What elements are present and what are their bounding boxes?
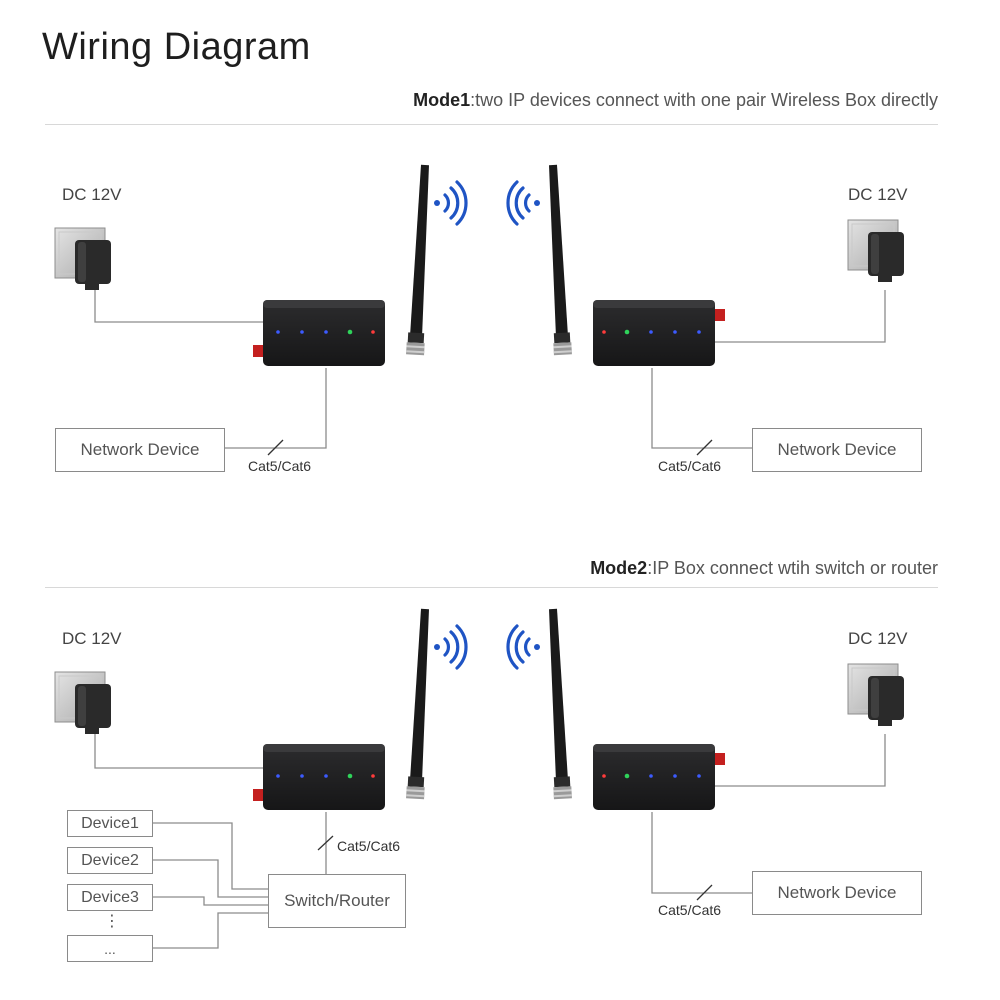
m2-left-power-label: DC 12V	[62, 629, 122, 648]
device-more-box: ...	[67, 935, 153, 962]
m2-right-network-device-box: Network Device	[752, 871, 922, 915]
device-more-label: ...	[104, 940, 116, 957]
mode2-caption: Mode2:IP Box connect wtih switch or rout…	[590, 558, 938, 579]
m2-right-power-label: DC 12V	[848, 629, 908, 648]
m2-right-power-socket-icon	[847, 663, 905, 727]
left-cable-label: Cat5/Cat6	[248, 458, 312, 474]
right-wireless-box	[593, 300, 725, 366]
m2-left-antenna-icon	[406, 608, 434, 800]
mode1-divider	[45, 124, 938, 125]
left-power-socket-icon	[54, 227, 112, 291]
m2-wifi-signal-right-icon	[432, 624, 468, 670]
left-network-device-box: Network Device	[55, 428, 225, 472]
switch-router-label: Switch/Router	[284, 891, 390, 910]
right-power-socket-icon	[847, 219, 905, 283]
left-antenna-icon	[406, 164, 434, 356]
more-devices-ellipsis: ⋮	[104, 913, 120, 930]
m2-wifi-signal-left-icon	[506, 624, 542, 670]
m2-left-cable-label: Cat5/Cat6	[337, 838, 401, 854]
mode1-description: :two IP devices connect with one pair Wi…	[470, 90, 938, 110]
right-antenna-icon	[544, 164, 572, 356]
m2-right-cable-label: Cat5/Cat6	[658, 902, 722, 918]
mode2-divider	[45, 587, 938, 588]
left-power-label: DC 12V	[62, 185, 122, 204]
left-wireless-box	[253, 300, 385, 366]
device2-box: Device2	[67, 847, 153, 874]
m2-right-network-device-label: Network Device	[777, 883, 897, 902]
right-cable-label: Cat5/Cat6	[658, 458, 722, 474]
m2-left-power-socket-icon	[54, 671, 112, 735]
right-network-device-label: Network Device	[777, 440, 897, 459]
m2-right-wireless-box	[593, 744, 725, 810]
wifi-signal-right-icon	[432, 180, 468, 226]
device3-label: Device3	[81, 888, 139, 906]
mode2-description: :IP Box connect wtih switch or router	[647, 558, 938, 578]
mode1-caption: Mode1:two IP devices connect with one pa…	[413, 90, 938, 111]
right-power-label: DC 12V	[848, 185, 908, 204]
m2-right-antenna-icon	[544, 608, 572, 800]
right-network-device-box: Network Device	[752, 428, 922, 472]
m2-left-wireless-box	[253, 744, 385, 810]
mode1-name: Mode1	[413, 90, 471, 110]
wifi-signal-left-icon	[506, 180, 542, 226]
mode2-name: Mode2	[590, 558, 648, 578]
device2-label: Device2	[81, 851, 139, 869]
diagram-title: Wiring Diagram	[42, 26, 311, 68]
device1-label: Device1	[81, 814, 139, 832]
switch-router-box: Switch/Router	[268, 874, 406, 928]
device3-box: Device3	[67, 884, 153, 911]
device1-box: Device1	[67, 810, 153, 837]
left-network-device-label: Network Device	[80, 440, 200, 459]
